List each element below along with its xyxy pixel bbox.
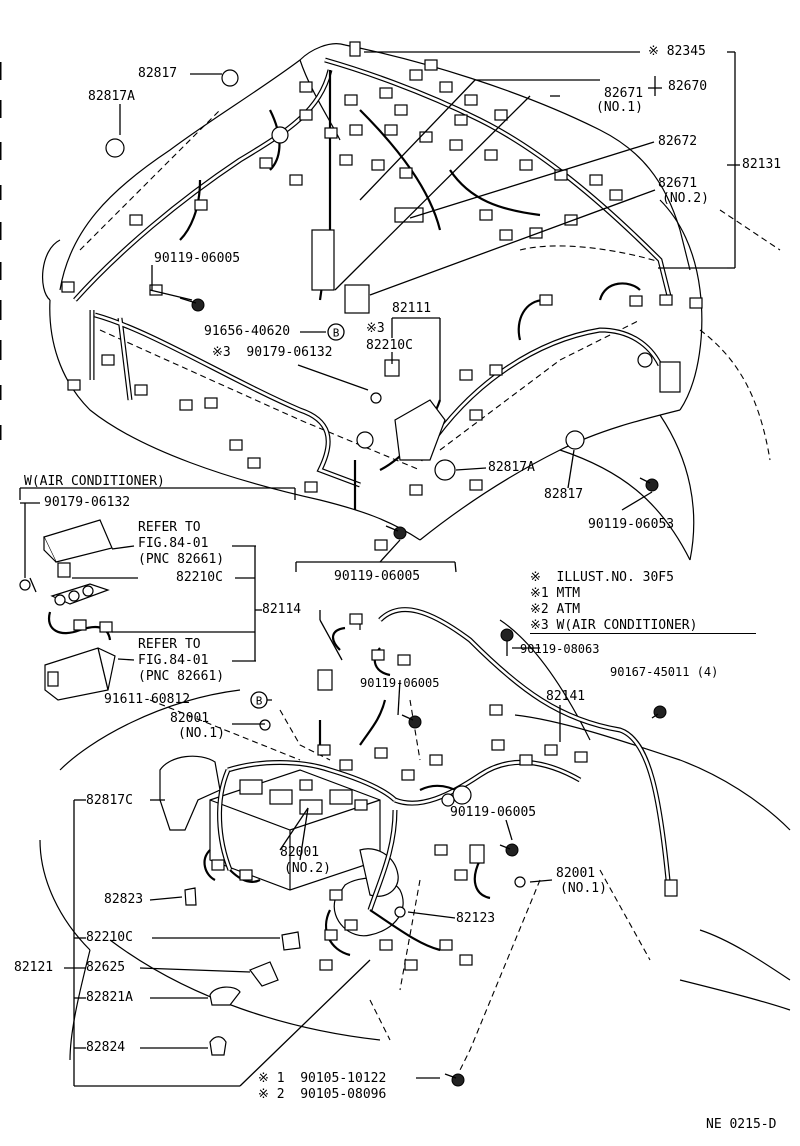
lower-bolts xyxy=(401,628,667,1087)
callout-82001-no2-2: (NO.2) xyxy=(284,861,331,876)
callout-82817c: 82817C xyxy=(86,793,133,808)
upper-body-outline xyxy=(42,43,781,561)
inset-82114: 82114 xyxy=(262,602,302,617)
callout-90179-06132-main: ※3 90179-06132 xyxy=(212,345,333,360)
callout-82823: 82823 xyxy=(104,892,144,907)
callout-82670: 82670 xyxy=(668,79,708,94)
callout-90119-06005-c: 90119-06005 xyxy=(360,676,440,690)
inset-refer-bottom-2: FIG.84-01 xyxy=(138,653,209,668)
callout-82001-no1-b-2: (NO.1) xyxy=(560,881,607,896)
badge-b-upper xyxy=(327,323,345,341)
callout-82141: 82141 xyxy=(546,689,586,704)
callout-82001-no2-1: 82001 xyxy=(280,845,320,860)
callout-90105-10122: ※ 1 90105-10122 xyxy=(258,1071,387,1086)
callout-82131: 82131 xyxy=(742,157,782,172)
inset-title: W(AIR CONDITIONER) xyxy=(24,474,165,489)
notes-underline xyxy=(530,633,756,634)
badge-b-upper-text: B xyxy=(333,327,340,340)
callout-82671-no1-a: 82671 xyxy=(604,86,644,101)
inset-refer-top-2: FIG.84-01 xyxy=(138,536,209,551)
notes-item-1: ※1 MTM xyxy=(530,586,581,601)
callout-82817a-mid: 82817A xyxy=(488,460,535,475)
inset-refer-bottom-1: REFER TO xyxy=(138,637,201,652)
figure-id: NE 0215-D xyxy=(706,1117,777,1132)
callout-91656-40620: 91656-40620 xyxy=(204,324,291,339)
inset-frame xyxy=(19,487,296,701)
callout-82817a-top: 82817A xyxy=(88,89,135,104)
callout-90105-08096: ※ 2 90105-08096 xyxy=(258,1087,387,1102)
callout-82001-no1-a-1: 82001 xyxy=(170,711,210,726)
callout-82111: 82111 xyxy=(392,301,432,316)
callout-82625: 82625 xyxy=(86,960,126,975)
lower-connectors xyxy=(184,613,678,1056)
callout-90119-06005-b: 90119-06005 xyxy=(334,569,421,584)
badge-markers xyxy=(250,323,345,709)
callout-90119-08063: 90119-08063 xyxy=(520,642,600,656)
inset-82210c: 82210C xyxy=(176,570,223,585)
callout-82817-mid: 82817 xyxy=(544,487,584,502)
callout-82001-no1-b-1: 82001 xyxy=(556,866,596,881)
inset-90179-06132: 90179-06132 xyxy=(44,495,131,510)
callout-82345: ※ 82345 xyxy=(648,44,706,59)
callout-82001-no1-a-2: (NO.1) xyxy=(178,726,225,741)
callout-91611-60812: 91611-60812 xyxy=(104,692,191,707)
callout-90119-06005-d: 90119-06005 xyxy=(450,805,537,820)
callout-82671-no2-a: 82671 xyxy=(658,176,698,191)
leader-lines xyxy=(64,51,740,1087)
inset-refer-bottom-3: (PNC 82661) xyxy=(138,669,225,684)
notes-item-2: ※2 ATM xyxy=(530,602,581,617)
notes-illust: ※ ILLUST.NO. 30F5 xyxy=(530,570,674,585)
callout-82671-no2-b: (NO.2) xyxy=(662,191,709,206)
callout-82821a: 82821A xyxy=(86,990,133,1005)
upper-harness xyxy=(73,57,673,510)
inset-refer-top-3: (PNC 82661) xyxy=(138,552,225,567)
callout-82123: 82123 xyxy=(456,911,496,926)
callout-82672: 82672 xyxy=(658,134,698,149)
callout-82121: 82121 xyxy=(14,960,54,975)
callout-82671-no1-b: (NO.1) xyxy=(596,100,643,115)
notes-item-3: ※3 W(AIR CONDITIONER) xyxy=(530,618,698,633)
callout-90167-45011: 90167-45011 (4) xyxy=(610,665,719,679)
lower-body-outline xyxy=(39,619,791,1071)
callout-82817-top: 82817 xyxy=(138,66,178,81)
badge-b-lower xyxy=(250,691,268,709)
callout-note3-mark: ※3 xyxy=(366,321,385,336)
engine-block xyxy=(159,755,404,937)
callout-90119-06005-a: 90119-06005 xyxy=(154,251,241,266)
callout-90119-06053: 90119-06053 xyxy=(588,517,675,532)
upper-connectors xyxy=(61,41,703,551)
badge-b-lower-text: B xyxy=(256,695,263,708)
callout-82824: 82824 xyxy=(86,1040,126,1055)
upper-bolts xyxy=(179,297,659,540)
callout-82210c-main: 82210C xyxy=(366,338,413,353)
inset-refer-top-1: REFER TO xyxy=(138,520,201,535)
callout-82210c-low: 82210C xyxy=(86,930,133,945)
